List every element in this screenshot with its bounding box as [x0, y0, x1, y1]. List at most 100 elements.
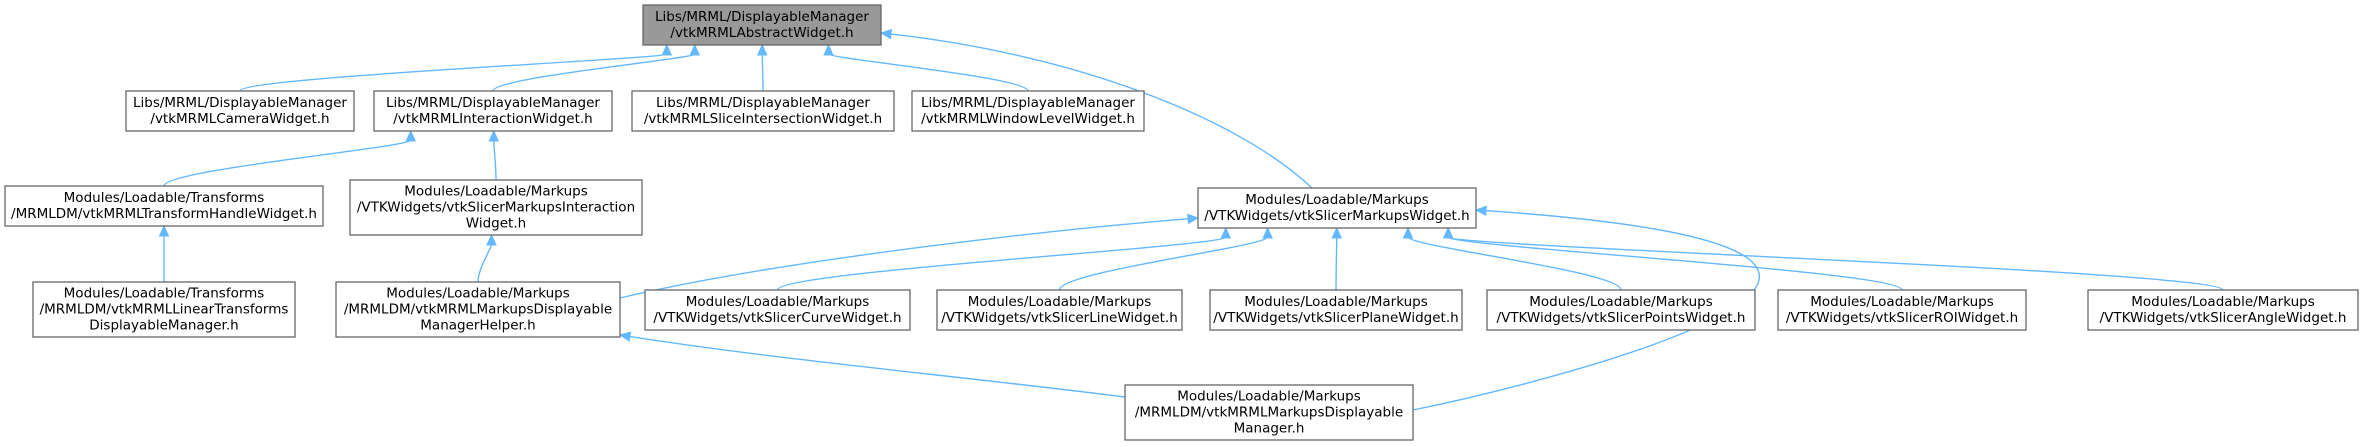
node-roi[interactable]: Modules/Loadable/Markups/VTKWidgets/vtkS…	[1777, 289, 2027, 331]
node-root[interactable]: Libs/MRML/DisplayableManager/vtkMRMLAbst…	[642, 4, 882, 46]
edge-curve-to-markupswidget	[776, 226, 1232, 291]
node-box	[1777, 289, 2027, 331]
node-angle[interactable]: Modules/Loadable/Markups/VTKWidgets/vtkS…	[2087, 289, 2359, 331]
node-box	[911, 90, 1145, 132]
arrow-head-icon	[1402, 226, 1414, 239]
arrow-head-icon	[618, 331, 632, 342]
node-box	[1486, 289, 1756, 331]
node-lineartransforms[interactable]: Modules/Loadable/Transforms/MRMLDM/vtkMR…	[32, 281, 296, 338]
node-label-line: /VTKWidgets/vtkSlicerPointsWidget.h	[1497, 310, 1746, 326]
node-label-line: /VTKWidgets/vtkSlicerROIWidget.h	[1786, 310, 2018, 326]
node-label-line: Libs/MRML/DisplayableManager	[133, 95, 347, 111]
edge-interaction-to-root	[492, 43, 701, 92]
node-label-line: Modules/Loadable/Markups	[1810, 294, 1994, 310]
arrow-head-icon	[158, 224, 170, 237]
node-sliceinter[interactable]: Libs/MRML/DisplayableManager/vtkMRMLSlic…	[631, 90, 895, 132]
node-box	[1197, 187, 1477, 229]
arrow-head-icon	[879, 28, 893, 40]
arrow-head-icon	[1442, 226, 1454, 239]
node-label-line: Modules/Loadable/Markups	[404, 184, 588, 200]
node-label-line: /VTKWidgets/vtkSlicerMarkupsWidget.h	[1204, 208, 1469, 224]
node-label-line: /vtkMRMLInteractionWidget.h	[393, 111, 592, 127]
node-label-line: /MRMLDM/vtkMRMLMarkupsDisplayable	[1135, 405, 1403, 421]
edge-plane-to-markupswidget	[1331, 226, 1343, 291]
node-label-line: Modules/Loadable/Transforms	[64, 190, 265, 206]
node-curve[interactable]: Modules/Loadable/Markups/VTKWidgets/vtkS…	[644, 289, 911, 331]
edge-line	[492, 53, 696, 92]
node-points[interactable]: Modules/Loadable/Markups/VTKWidgets/vtkS…	[1486, 289, 1756, 331]
arrow-head-icon	[1474, 205, 1487, 216]
node-label-line: Modules/Loadable/Markups	[1244, 294, 1428, 310]
node-label-line: Modules/Loadable/Markups	[686, 294, 870, 310]
node-label-line: Modules/Loadable/Markups	[2131, 294, 2315, 310]
node-box	[373, 90, 613, 132]
node-box	[125, 90, 355, 132]
node-label-line: /vtkMRMLSliceIntersectionWidget.h	[644, 111, 882, 127]
node-label-line: /MRMLDM/vtkMRMLTransformHandleWidget.h	[11, 206, 317, 222]
arrow-head-icon	[1331, 226, 1343, 239]
node-box	[32, 281, 296, 338]
node-label-line: Manager.h	[1234, 421, 1305, 437]
node-label-line: Modules/Loadable/Markups	[1245, 192, 1429, 208]
edge-line	[493, 139, 497, 181]
node-box	[1124, 384, 1414, 441]
nodes-layer: Libs/MRML/DisplayableManager/vtkMRMLAbst…	[4, 4, 2359, 441]
edge-dm-to-dmhelper	[618, 331, 1126, 398]
node-label-line: /VTKWidgets/vtkSlicerPlaneWidget.h	[1213, 310, 1458, 326]
arrow-head-icon	[823, 43, 834, 56]
arrow-head-icon	[486, 233, 497, 246]
edge-lineartransforms-to-transformhandle	[158, 224, 170, 282]
node-box	[2087, 289, 2359, 331]
node-label-line: Modules/Loadable/Transforms	[64, 286, 265, 302]
node-label-line: Libs/MRML/DisplayableManager	[921, 95, 1135, 111]
node-box	[631, 90, 895, 132]
node-label-line: Modules/Loadable/Markups	[968, 294, 1152, 310]
edge-line	[477, 243, 493, 283]
node-label-line: DisplayableManager.h	[89, 318, 238, 334]
node-label-line: /VTKWidgets/vtkSlicerMarkupsInteraction	[357, 200, 635, 216]
node-label-line: /VTKWidgets/vtkSlicerAngleWidget.h	[2100, 310, 2347, 326]
node-markupsinteraction[interactable]: Modules/Loadable/Markups/VTKWidgets/vtkS…	[349, 179, 643, 236]
edge-line	[827, 53, 1029, 92]
arrow-head-icon	[689, 43, 701, 56]
node-markupswidget[interactable]: Modules/Loadable/Markups/VTKWidgets/vtkS…	[1197, 187, 1477, 229]
edge-line	[1447, 236, 2224, 291]
arrow-head-icon	[756, 43, 768, 56]
node-interaction[interactable]: Libs/MRML/DisplayableManager/vtkMRMLInte…	[373, 90, 613, 132]
edge-sliceinter-to-root	[756, 43, 768, 92]
edge-angle-to-markupswidget	[1442, 226, 2224, 291]
edges-layer	[158, 28, 2224, 411]
node-box	[4, 185, 324, 227]
edge-windowlevel-to-root	[823, 43, 1029, 92]
node-box	[1209, 289, 1463, 331]
edge-line	[163, 139, 412, 187]
arrow-head-icon	[661, 43, 673, 56]
node-label-line: Modules/Loadable/Markups	[1177, 389, 1361, 405]
node-label-line: /MRMLDM/vtkMRMLLinearTransforms	[40, 302, 289, 318]
arrow-head-icon	[1262, 226, 1273, 239]
edge-roi-to-markupswidget	[1442, 226, 1903, 291]
node-plane[interactable]: Modules/Loadable/Markups/VTKWidgets/vtkS…	[1209, 289, 1463, 331]
node-dmhelper[interactable]: Modules/Loadable/Markups/MRMLDM/vtkMRMLM…	[335, 281, 621, 338]
node-label-line: /vtkMRMLCameraWidget.h	[150, 111, 329, 127]
node-dm[interactable]: Modules/Loadable/Markups/MRMLDM/vtkMRMLM…	[1124, 384, 1414, 441]
node-camera[interactable]: Libs/MRML/DisplayableManager/vtkMRMLCame…	[125, 90, 355, 132]
node-windowlevel[interactable]: Libs/MRML/DisplayableManager/vtkMRMLWind…	[911, 90, 1145, 132]
node-label-line: ManagerHelper.h	[420, 318, 535, 334]
node-transformhandle[interactable]: Modules/Loadable/Transforms/MRMLDM/vtkMR…	[4, 185, 324, 227]
node-box	[644, 289, 911, 331]
edge-dmhelper-to-markupswidget	[619, 213, 1200, 299]
node-label-line: /VTKWidgets/vtkSlicerCurveWidget.h	[653, 310, 901, 326]
node-label-line: /VTKWidgets/vtkSlicerLineWidget.h	[941, 310, 1178, 326]
node-label-line: Libs/MRML/DisplayableManager	[655, 9, 869, 25]
node-label-line: Modules/Loadable/Markups	[386, 286, 570, 302]
edge-line	[1447, 236, 1903, 291]
edge-points-to-markupswidget	[1402, 226, 1622, 291]
node-label-line: /vtkMRMLAbstractWidget.h	[670, 25, 853, 41]
node-label-line: Modules/Loadable/Markups	[1529, 294, 1713, 310]
node-line[interactable]: Modules/Loadable/Markups/VTKWidgets/vtkS…	[936, 289, 1183, 331]
node-box	[642, 4, 882, 46]
edge-line	[239, 53, 668, 92]
edge-markupsinteraction-to-interaction	[488, 129, 500, 181]
